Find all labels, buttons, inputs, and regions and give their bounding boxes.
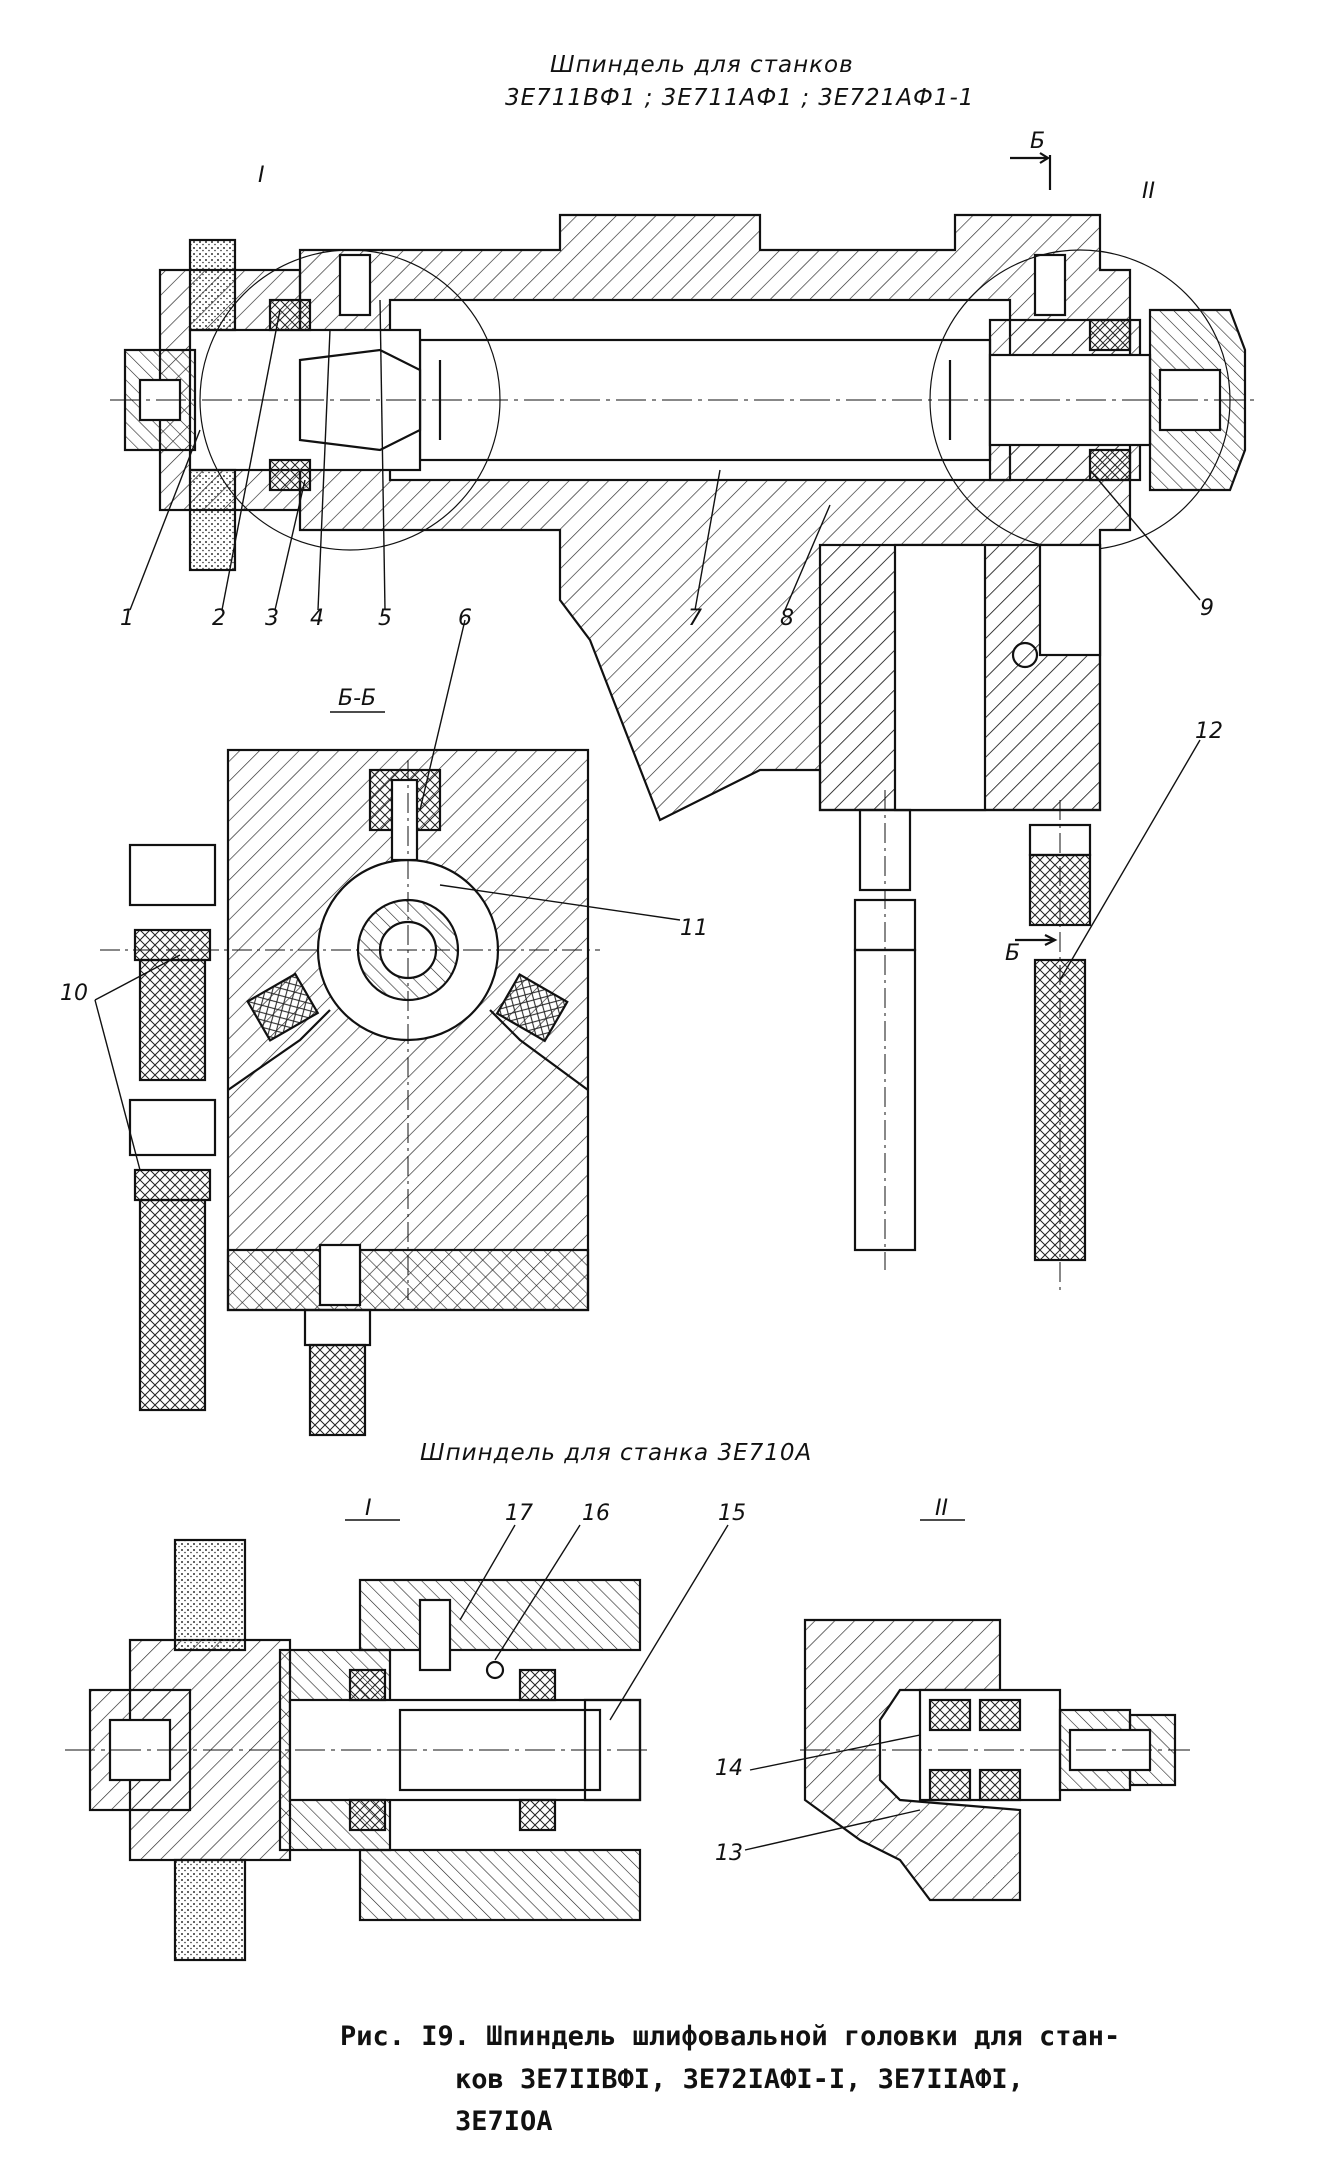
detail-label-ii-top: II — [1142, 179, 1155, 204]
main-title-line2: 3Е711ВФ1 ; 3Е711АФ1 ; 3Е721АФ1-1 — [505, 85, 975, 111]
callout-8: 8 — [780, 606, 794, 631]
detail-label-i-bottom: I — [365, 1496, 372, 1521]
section-mark-bottom: Б — [1005, 941, 1020, 966]
figure-caption-line3: 3Е7IOА — [455, 2106, 553, 2137]
detail-ii-3e710a — [800, 1519, 1190, 1902]
callout-13: 13 — [715, 1841, 743, 1866]
detail-label-i-top: I — [258, 163, 265, 188]
section-bb — [100, 748, 600, 1437]
main-title-line1: Шпиндель для станков — [550, 52, 854, 78]
callout-10: 10 — [60, 981, 88, 1006]
section-title-bb: Б-Б — [338, 686, 376, 711]
callout-11: 11 — [680, 916, 708, 941]
figure-caption-line1: Рис. I9. Шпиндель шлифовальной головки д… — [340, 2021, 1121, 2052]
leader-lines — [94, 299, 1201, 1851]
bottom-title: Шпиндель для станка 3Е710А — [420, 1440, 813, 1466]
callout-3: 3 — [265, 606, 279, 631]
detail-i-3e710a — [65, 1519, 650, 1962]
spindle-assembly-main — [110, 152, 1260, 1290]
callout-16: 16 — [582, 1501, 610, 1526]
callout-4: 4 — [310, 606, 324, 631]
callout-14: 14 — [715, 1756, 743, 1781]
callout-7: 7 — [688, 606, 702, 631]
detail-label-ii-bottom: II — [935, 1496, 948, 1521]
callout-2: 2 — [212, 606, 226, 631]
section-mark-top: Б — [1030, 129, 1045, 154]
callout-9: 9 — [1200, 596, 1214, 621]
callout-5: 5 — [378, 606, 392, 631]
figure-caption-line2: ков 3Е7IIВФI, 3Е72IАФI-I, 3Е7IIАФI, — [455, 2064, 1024, 2095]
callout-1: 1 — [120, 606, 134, 631]
callout-6: 6 — [458, 606, 472, 631]
callout-15: 15 — [718, 1501, 746, 1526]
callout-17: 17 — [505, 1501, 533, 1526]
callout-12: 12 — [1195, 719, 1223, 744]
